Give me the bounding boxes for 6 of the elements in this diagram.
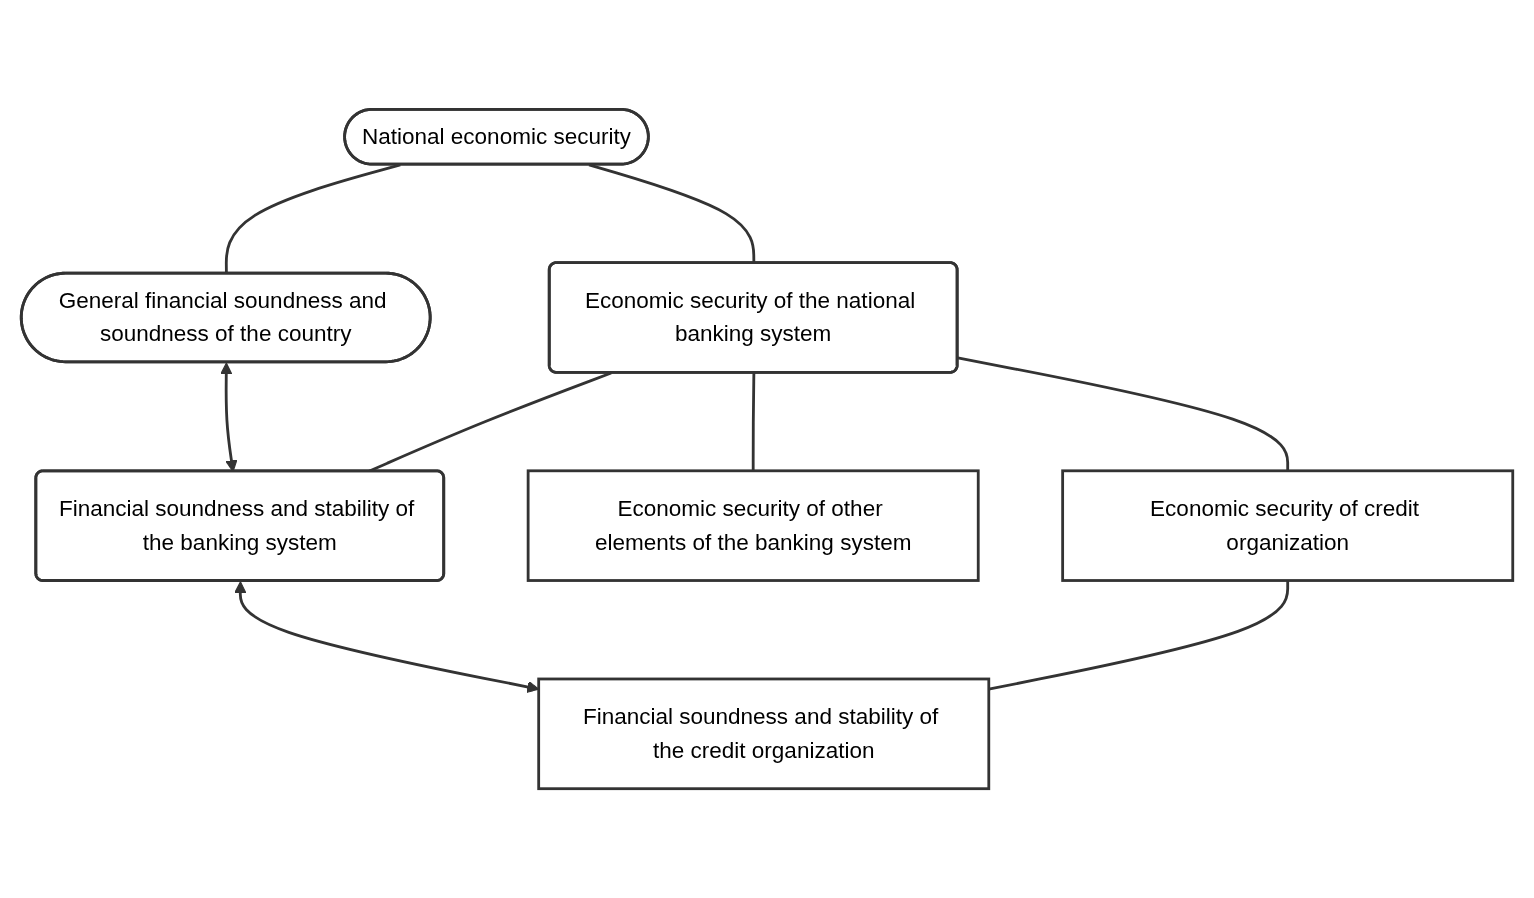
node-box: Economic security of credit organization bbox=[1061, 469, 1515, 582]
node-box: Economic security of other elements of the banking system bbox=[526, 469, 980, 582]
node-box: Financial soundness and stability of the credit organization bbox=[537, 677, 991, 791]
connector bbox=[957, 356, 1290, 471]
connector bbox=[988, 580, 1290, 691]
connector bbox=[751, 373, 756, 471]
